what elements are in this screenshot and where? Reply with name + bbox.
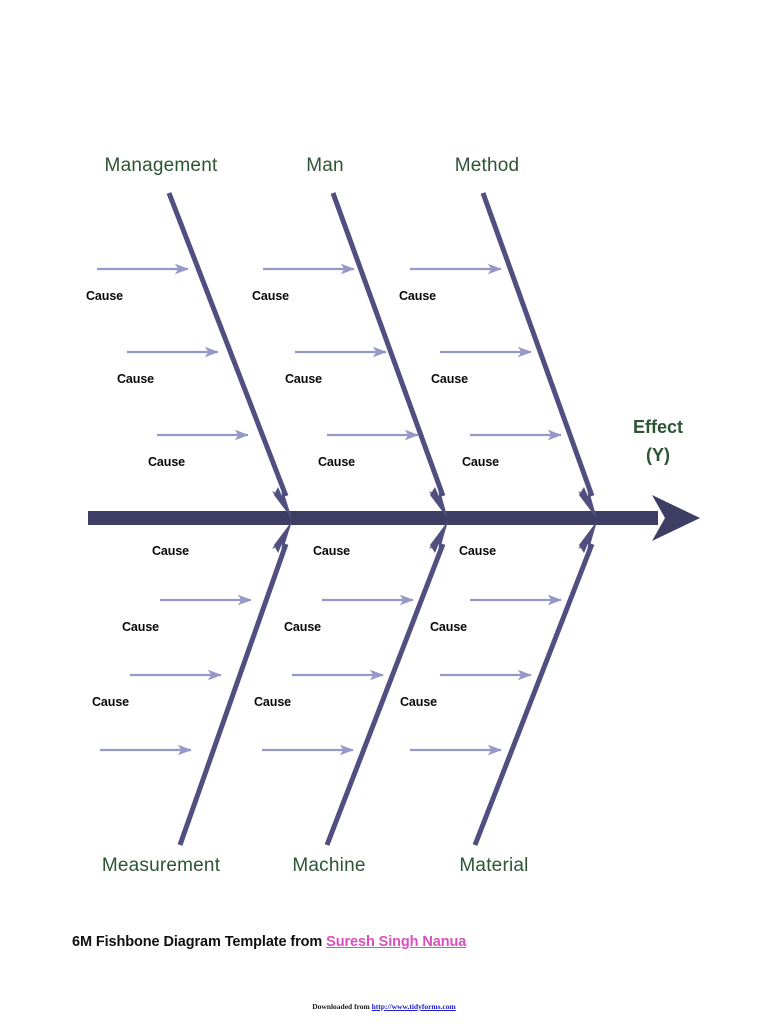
category-label-method[interactable]: Method: [454, 155, 520, 176]
branch-material: [472, 521, 597, 846]
cause-arrows-machine: [262, 594, 414, 756]
cause-label-material-3[interactable]: Cause: [400, 695, 438, 709]
category-label-machine[interactable]: Machine: [292, 855, 366, 876]
cause-label-measurement-2[interactable]: Cause: [122, 620, 160, 634]
cause-label-machine-3[interactable]: Cause: [254, 695, 292, 709]
cause-label-man-3[interactable]: Cause: [318, 455, 356, 469]
cause-label-material-1[interactable]: Cause: [459, 544, 497, 558]
effect-sublabel: (Y): [645, 444, 670, 465]
cause-label-material-2[interactable]: Cause: [430, 620, 468, 634]
cause-label-method-1[interactable]: Cause: [399, 289, 437, 303]
effect-label: Effect: [632, 417, 684, 437]
cause-label-man-2[interactable]: Cause: [285, 372, 323, 386]
cause-label-measurement-1[interactable]: Cause: [152, 544, 190, 558]
category-label-management[interactable]: Management: [104, 155, 218, 176]
watermark-text: Downloaded from: [312, 1002, 370, 1011]
cause-arrows-material: [410, 594, 562, 756]
category-label-man[interactable]: Man: [306, 155, 344, 176]
branch-method: [480, 192, 597, 519]
watermark-url[interactable]: http://www.tidyforms.com: [371, 1002, 456, 1011]
cause-label-machine-2[interactable]: Cause: [284, 620, 322, 634]
page-watermark: Downloaded from http://www.tidyforms.com: [0, 1002, 768, 1011]
branch-management: [166, 192, 292, 519]
footer-credit: 6M Fishbone Diagram Template from Suresh…: [72, 934, 466, 950]
category-label-material[interactable]: Material: [459, 855, 529, 876]
cause-arrows-measurement: [100, 594, 252, 756]
cause-label-machine-1[interactable]: Cause: [313, 544, 351, 558]
cause-arrows-method: [410, 263, 562, 441]
branch-measurement: [177, 521, 292, 846]
branch-man: [330, 192, 448, 519]
branch-machine: [324, 521, 448, 846]
cause-arrows-man: [263, 263, 419, 441]
cause-label-man-1[interactable]: Cause: [252, 289, 290, 303]
cause-arrows-management: [97, 263, 249, 441]
spine-shaft: [88, 511, 658, 525]
cause-label-method-3[interactable]: Cause: [462, 455, 500, 469]
cause-label-management-1[interactable]: Cause: [86, 289, 124, 303]
cause-label-management-3[interactable]: Cause: [148, 455, 186, 469]
cause-label-management-2[interactable]: Cause: [117, 372, 155, 386]
category-label-measurement[interactable]: Measurement: [101, 855, 221, 876]
footer-credit-text: 6M Fishbone Diagram Template from: [72, 934, 323, 950]
cause-label-method-2[interactable]: Cause: [431, 372, 469, 386]
spine-arrowhead: [652, 495, 700, 541]
spine-group: [88, 495, 700, 541]
footer-credit-link[interactable]: Suresh Singh Nanua: [326, 934, 467, 950]
cause-label-measurement-3[interactable]: Cause: [92, 695, 130, 709]
effect-label-block[interactable]: Effect (Y): [633, 414, 683, 470]
